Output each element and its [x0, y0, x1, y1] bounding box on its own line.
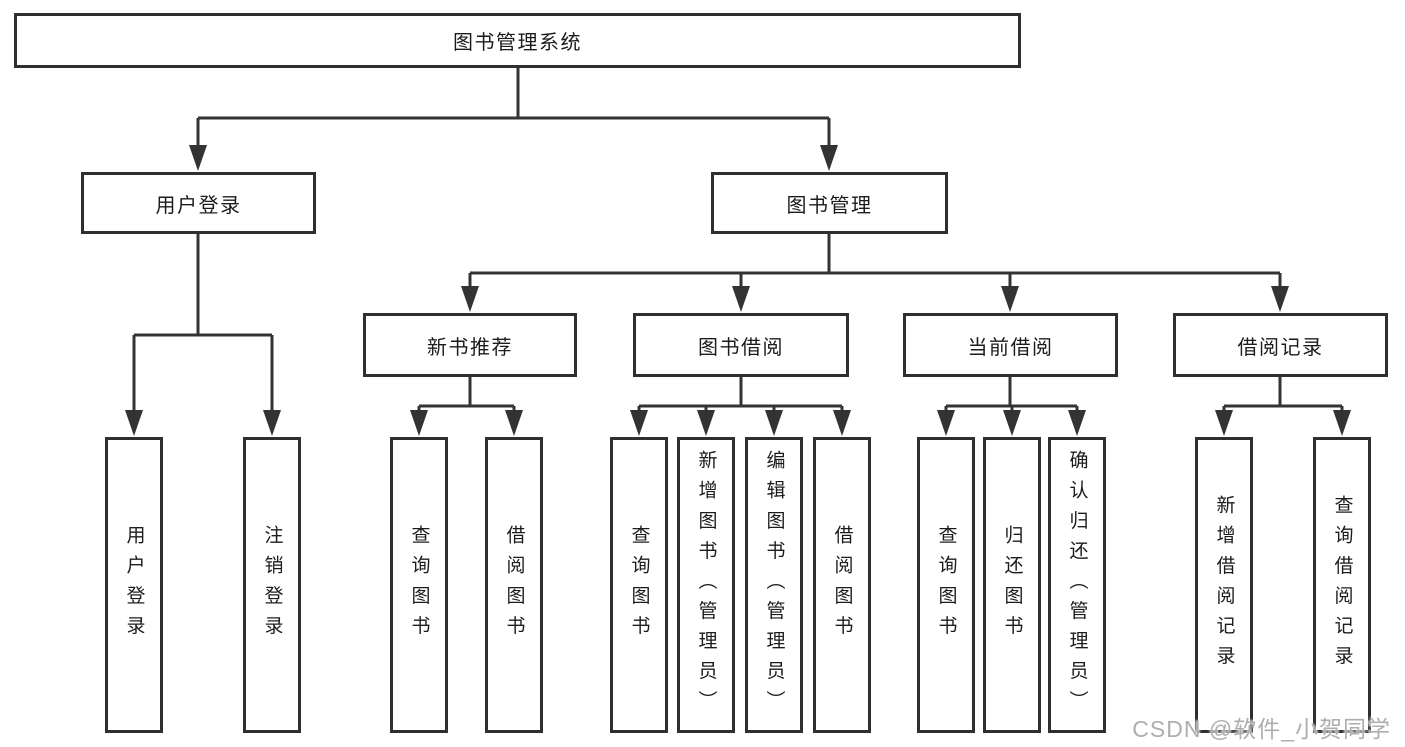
leaf-user-login: 用户登录: [105, 437, 163, 733]
node-new-book-recommendation: 新书推荐: [363, 313, 577, 377]
leaf-query-borrow-record: 查询借阅记录: [1313, 437, 1371, 733]
leaf-return-books: 归还图书: [983, 437, 1041, 733]
node-root-label: 图书管理系统: [453, 32, 582, 54]
leaf-logout: 注销登录: [243, 437, 301, 733]
node-current-borrowing: 当前借阅: [903, 313, 1118, 377]
leaf-query-books: 查询图书: [610, 437, 668, 733]
leaf-add-borrow-record: 新增借阅记录: [1195, 437, 1253, 733]
node-label: 当前借阅: [967, 336, 1054, 359]
leaf-label: 借阅图书: [503, 524, 525, 646]
node-user-login: 用户登录: [81, 172, 316, 234]
leaf-label: 查询图书: [935, 524, 957, 646]
leaf-label: 查询图书: [628, 524, 650, 646]
leaf-label: 查询借阅记录: [1331, 494, 1353, 676]
leaf-query-books: 查询图书: [390, 437, 448, 733]
node-book-management: 图书管理: [711, 172, 948, 234]
node-label: 图书借阅: [698, 336, 784, 359]
leaf-label: 注销登录: [261, 524, 283, 646]
leaf-confirm-return-admin: 确认归还（管理员）: [1048, 437, 1106, 733]
leaf-label: 归还图书: [1001, 524, 1023, 646]
leaf-label: 查询图书: [408, 524, 430, 646]
leaf-label: 新增图书（管理员）: [695, 449, 717, 721]
leaf-label: 编辑图书（管理员）: [763, 449, 785, 721]
leaf-label: 新增借阅记录: [1213, 494, 1235, 676]
node-label: 用户登录: [155, 194, 242, 217]
node-borrowing-records: 借阅记录: [1173, 313, 1388, 377]
leaf-label: 用户登录: [123, 524, 145, 646]
watermark: CSDN @软件_小贺同学: [1132, 716, 1391, 742]
leaf-query-books: 查询图书: [917, 437, 975, 733]
node-label: 新书推荐: [427, 336, 513, 359]
leaf-add-books-admin: 新增图书（管理员）: [677, 437, 735, 733]
leaf-label: 确认归还（管理员）: [1066, 449, 1088, 721]
node-root: 图书管理系统: [14, 13, 1021, 68]
leaf-edit-books-admin: 编辑图书（管理员）: [745, 437, 803, 733]
leaf-borrow-books: 借阅图书: [813, 437, 871, 733]
node-label: 图书管理: [786, 194, 873, 217]
node-label: 借阅记录: [1237, 336, 1324, 359]
node-book-borrowing: 图书借阅: [633, 313, 849, 377]
leaf-borrow-books: 借阅图书: [485, 437, 543, 733]
leaf-label: 借阅图书: [831, 524, 853, 646]
